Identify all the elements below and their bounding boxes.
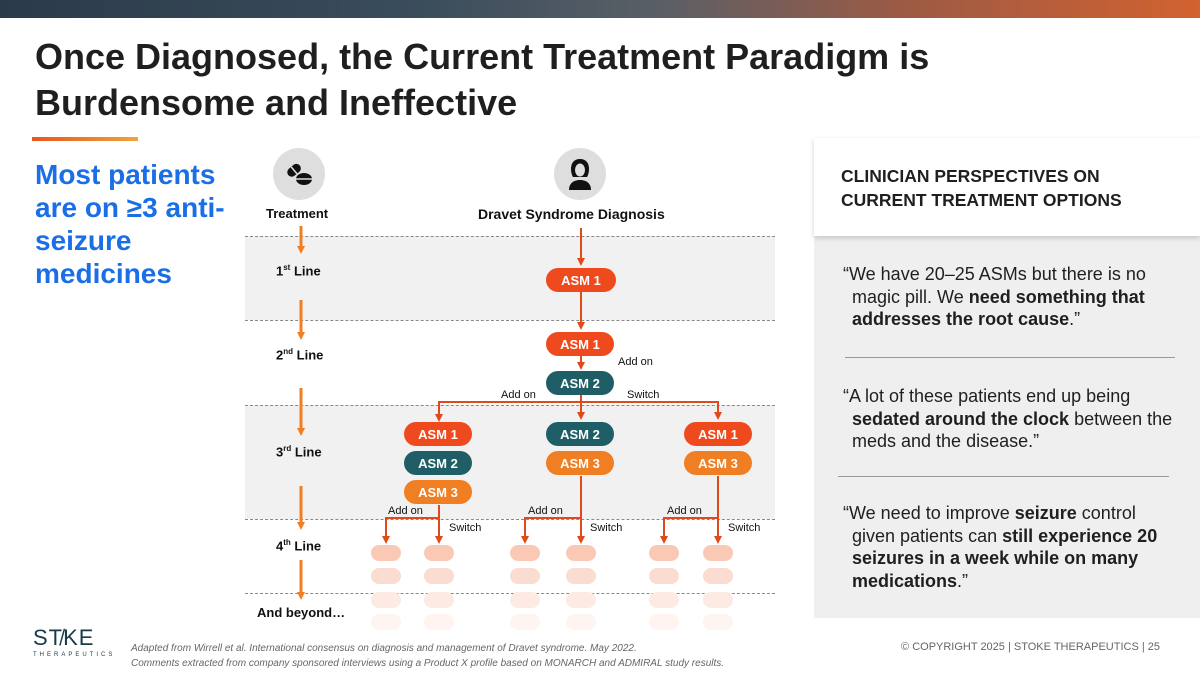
page-title: Once Diagnosed, the Current Treatment Pa… bbox=[35, 36, 930, 123]
placeholder-pill bbox=[649, 545, 679, 561]
placeholder-pill bbox=[703, 614, 733, 630]
quote-emphasis: seizure bbox=[1014, 503, 1077, 523]
third-line-mid-asm3: ASM 3 bbox=[546, 451, 614, 475]
logo-wordmark: ST̸KE bbox=[33, 625, 95, 650]
line-number: 3 bbox=[276, 444, 284, 460]
placeholder-pill bbox=[371, 614, 401, 630]
line-word: Line bbox=[294, 538, 322, 554]
line-word: Line bbox=[294, 444, 322, 460]
footnote-source: Adapted from Wirrell et al. Internationa… bbox=[131, 643, 637, 654]
quote-text: “A lot of these patients end up being bbox=[843, 386, 1131, 406]
placeholder-pill bbox=[424, 545, 454, 561]
quote-emphasis: sedated around the clock bbox=[852, 408, 1070, 429]
placeholder-pill bbox=[510, 614, 540, 630]
placeholder-pill bbox=[566, 592, 596, 608]
placeholder-pill bbox=[371, 545, 401, 561]
quote-text: .” bbox=[957, 570, 969, 591]
quote-text: “We have 20–25 ASMs but there is no magi… bbox=[843, 264, 1146, 307]
edge-label-add-on: Add on bbox=[528, 505, 563, 517]
quote-text: between the meds and the disease.” bbox=[852, 408, 1173, 452]
pills-icon bbox=[273, 148, 325, 200]
placeholder-pill bbox=[703, 568, 733, 584]
placeholder-pill bbox=[649, 568, 679, 584]
edge-label-switch: Switch bbox=[627, 389, 660, 401]
placeholder-pill bbox=[510, 545, 540, 561]
beyond-label: And beyond… bbox=[257, 605, 346, 620]
placeholder-pill bbox=[649, 614, 679, 630]
edge-label-add-on: Add on bbox=[618, 356, 653, 368]
ordinal-suffix: nd bbox=[283, 347, 294, 356]
second-line-asm2: ASM 2 bbox=[546, 371, 614, 395]
quote-divider bbox=[838, 476, 1169, 477]
quote-divider bbox=[845, 357, 1175, 358]
edge-label-add-on: Add on bbox=[667, 505, 702, 517]
clinician-panel-header bbox=[814, 138, 1200, 236]
placeholder-pill bbox=[424, 568, 454, 584]
ordinal-suffix: th bbox=[283, 538, 291, 547]
placeholder-pill bbox=[371, 568, 401, 584]
quote-text: “We need to improve bbox=[843, 503, 1015, 523]
diagnosis-label: Dravet Syndrome Diagnosis bbox=[478, 206, 665, 222]
treatment-label: Treatment bbox=[266, 206, 329, 221]
first-line-label: 1st Line bbox=[276, 263, 321, 278]
headline-stat: Most patients are on ≥3 anti-seizure med… bbox=[35, 159, 225, 289]
placeholder-pill bbox=[566, 545, 596, 561]
third-line-left-asm3: ASM 3 bbox=[404, 480, 472, 504]
third-line-right-asm3: ASM 3 bbox=[684, 451, 752, 475]
line-number: 4 bbox=[276, 538, 284, 554]
divider bbox=[245, 236, 775, 237]
clinician-quote-3: “We need to improve seizure control give… bbox=[843, 502, 1183, 592]
third-line-left-asm2: ASM 2 bbox=[404, 451, 472, 475]
ordinal-suffix: rd bbox=[283, 444, 292, 453]
divider bbox=[245, 593, 775, 594]
first-line-band bbox=[245, 236, 775, 320]
clinician-quote-1: “We have 20–25 ASMs but there is no magi… bbox=[843, 263, 1183, 331]
placeholder-pill bbox=[649, 592, 679, 608]
quote-emphasis: still experience 20 seizures in a week w… bbox=[852, 525, 1158, 591]
placeholder-pill bbox=[510, 592, 540, 608]
quote-text: .” bbox=[1069, 309, 1081, 329]
title-underline bbox=[32, 137, 138, 141]
divider bbox=[245, 320, 775, 321]
clinician-panel-title: CLINICIAN PERSPECTIVES ON CURRENT TREATM… bbox=[841, 166, 1122, 210]
edge-label-switch: Switch bbox=[728, 522, 761, 534]
person-icon bbox=[554, 148, 606, 200]
placeholder-pill bbox=[703, 592, 733, 608]
placeholder-pill bbox=[566, 614, 596, 630]
logo-subtitle: THERAPEUTICS bbox=[33, 652, 116, 658]
third-line-mid-asm2: ASM 2 bbox=[546, 422, 614, 446]
footnote-comments: Comments extracted from company sponsore… bbox=[131, 658, 725, 669]
quote-emphasis: need something that addresses the root c… bbox=[852, 286, 1145, 330]
placeholder-pill bbox=[371, 592, 401, 608]
copyright-line: © COPYRIGHT 2025 | STOKE THERAPEUTICS | … bbox=[901, 641, 1160, 653]
company-logo: ST̸KE THERAPEUTICS bbox=[33, 625, 113, 658]
placeholder-pill bbox=[424, 592, 454, 608]
second-line-label: 2nd Line bbox=[276, 347, 323, 362]
first-line-asm1: ASM 1 bbox=[546, 268, 616, 292]
divider bbox=[245, 405, 775, 406]
ordinal-suffix: st bbox=[283, 263, 291, 272]
placeholder-pill bbox=[510, 568, 540, 584]
clinician-quote-2: “A lot of these patients end up being se… bbox=[843, 385, 1183, 453]
fourth-line-label: 4th Line bbox=[276, 538, 321, 553]
quote-text: control given patients can bbox=[852, 503, 1136, 546]
line-word: Line bbox=[293, 263, 321, 279]
edge-label-switch: Switch bbox=[449, 522, 482, 534]
divider bbox=[245, 519, 775, 520]
placeholder-pill bbox=[566, 568, 596, 584]
second-line-asm1: ASM 1 bbox=[546, 332, 614, 356]
third-line-left-asm1: ASM 1 bbox=[404, 422, 472, 446]
edge-label-add-on: Add on bbox=[501, 389, 536, 401]
line-number: 2 bbox=[276, 347, 284, 363]
third-line-label: 3rd Line bbox=[276, 444, 322, 459]
third-line-right-asm1: ASM 1 bbox=[684, 422, 752, 446]
top-gradient-bar bbox=[0, 0, 1200, 18]
line-word: Line bbox=[296, 347, 324, 363]
placeholder-pill bbox=[424, 614, 454, 630]
placeholder-pill bbox=[703, 545, 733, 561]
edge-label-switch: Switch bbox=[590, 522, 623, 534]
line-number: 1 bbox=[276, 263, 284, 279]
edge-label-add-on: Add on bbox=[388, 505, 423, 517]
